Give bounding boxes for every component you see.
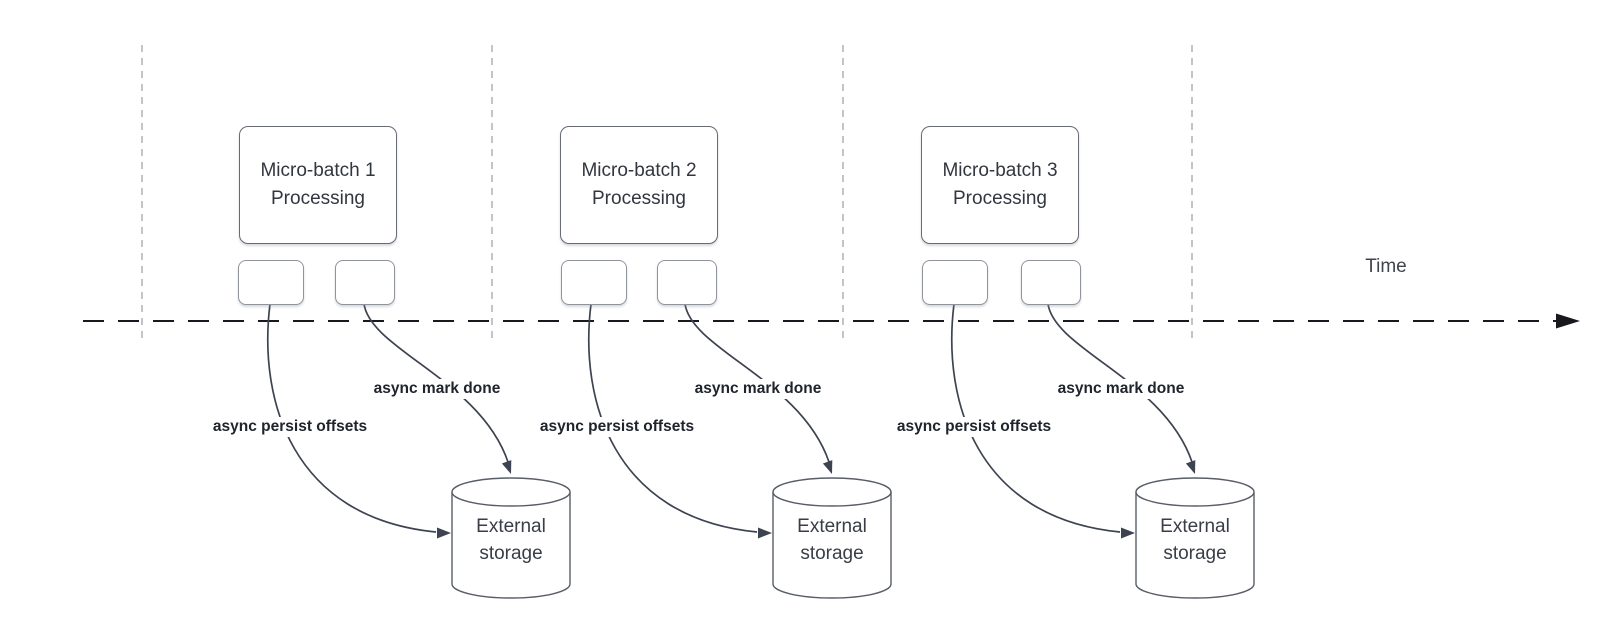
- external-storage-line2-2: storage: [800, 543, 864, 564]
- mark-done-label-1: async mark done: [369, 379, 505, 399]
- persist-task-box-2: [561, 260, 627, 305]
- mark-done-arrow-1: [363, 303, 509, 463]
- external-storage-cylinder-body-2: [772, 492, 892, 599]
- micro-batch-3-title-line2: Processing: [953, 188, 1047, 209]
- external-storage-line1-3: External: [1160, 516, 1230, 537]
- persist-offsets-arrow-1: [266, 303, 437, 533]
- external-storage-text-1: External storage: [451, 513, 571, 567]
- mark-done-arrow-3: [1047, 303, 1193, 463]
- mark-done-label-2: async mark done: [690, 379, 826, 399]
- mark-done-label-3: async mark done: [1053, 379, 1189, 399]
- external-storage-line1-1: External: [476, 516, 546, 537]
- persist-offsets-arrowhead-icon-3: [1121, 527, 1135, 539]
- persist-offsets-label-1: async persist offsets: [208, 417, 372, 437]
- mark-done-arrowhead-icon-3: [1185, 460, 1196, 474]
- external-storage-cylinder-top-3: [1135, 477, 1255, 507]
- persist-offsets-arrowhead-icon-1: [437, 527, 451, 539]
- micro-batch-1-title-line1: Micro-batch 1: [260, 160, 376, 181]
- mark-done-arrowhead-icon-1: [501, 460, 512, 474]
- micro-batch-1-title-line2: Processing: [271, 188, 365, 209]
- persist-offsets-label-2: async persist offsets: [535, 417, 699, 437]
- persist-task-box-1: [238, 260, 304, 305]
- external-storage-line1-2: External: [797, 516, 867, 537]
- external-storage-line2-3: storage: [1163, 543, 1227, 564]
- external-storage-cylinder-body-1: [451, 492, 571, 599]
- external-storage-cylinder-top-2: [772, 477, 892, 507]
- mark-done-task-box-3: [1021, 260, 1081, 305]
- micro-batch-2-processing-box: Micro-batch 2 Processing: [560, 126, 718, 244]
- mark-done-arrow-2: [684, 303, 830, 463]
- persist-task-box-3: [922, 260, 988, 305]
- persist-offsets-arrow-3: [950, 303, 1121, 533]
- micro-batch-3-title-line1: Micro-batch 3: [942, 160, 1058, 181]
- external-storage-cylinder-body-3: [1135, 492, 1255, 599]
- persist-offsets-arrowhead-icon-2: [758, 527, 772, 539]
- external-storage-text-3: External storage: [1135, 513, 1255, 567]
- micro-batch-1-processing-box: Micro-batch 1 Processing: [239, 126, 397, 244]
- micro-batch-3-processing-box: Micro-batch 3 Processing: [921, 126, 1079, 244]
- persist-offsets-arrow-2: [587, 303, 758, 533]
- mark-done-task-box-2: [657, 260, 717, 305]
- external-storage-line2-1: storage: [479, 543, 543, 564]
- timeline-arrowhead-icon: [1556, 313, 1580, 329]
- time-guide-lines: [141, 45, 1193, 343]
- persist-offsets-label-3: async persist offsets: [892, 417, 1056, 437]
- time-axis-label: Time: [1365, 256, 1407, 277]
- micro-batch-2-title-line1: Micro-batch 2: [581, 160, 697, 181]
- mark-done-task-box-1: [335, 260, 395, 305]
- micro-batch-2-title-line2: Processing: [592, 188, 686, 209]
- mark-done-arrowhead-icon-2: [822, 460, 833, 474]
- external-storage-text-2: External storage: [772, 513, 892, 567]
- external-storage-cylinder-top-1: [451, 477, 571, 507]
